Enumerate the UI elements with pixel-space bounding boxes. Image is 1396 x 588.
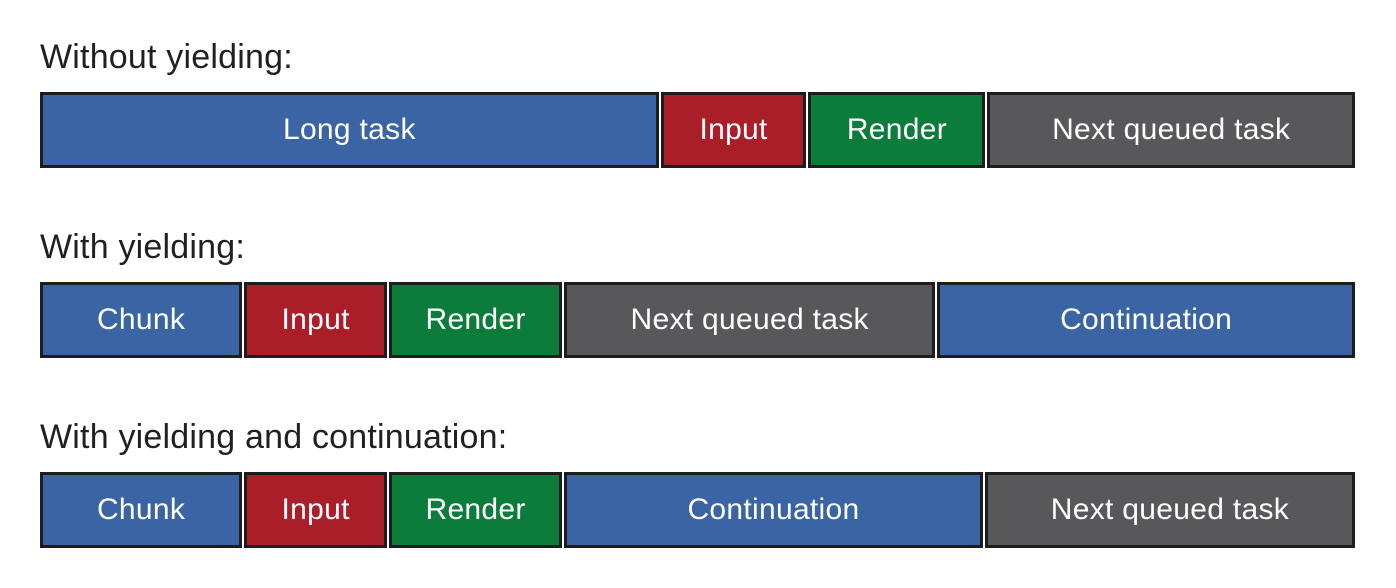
- timeline-bar-with-yielding: Chunk Input Render Next queued task Cont…: [40, 282, 1355, 358]
- segment-label-render: Render: [425, 303, 526, 336]
- timeline-row-with-yielding: With yielding: Chunk Input Render Next q…: [40, 224, 1355, 358]
- segment-label-continuation: Continuation: [1060, 303, 1233, 336]
- timeline-bar-with-yielding-and-continuation: Chunk Input Render Continuation Next que…: [40, 472, 1355, 548]
- segment-label-next-queued-task: Next queued task: [1052, 113, 1291, 146]
- segment-label-chunk: Chunk: [96, 303, 186, 336]
- row-title-without-yielding: Without yielding:: [40, 38, 293, 76]
- segment-continuation: Continuation: [937, 282, 1355, 358]
- segment-label-next-queued-task: Next queued task: [630, 303, 869, 336]
- timeline-row-with-yielding-and-continuation: With yielding and continuation: Chunk In…: [40, 414, 1355, 548]
- row-title-with-yielding: With yielding:: [40, 228, 245, 266]
- segment-label-chunk: Chunk: [96, 493, 186, 526]
- segment-input: Input: [244, 472, 388, 548]
- segment-next-queued-task: Next queued task: [987, 92, 1355, 168]
- timeline-row-without-yielding: Without yielding: Long task Input Render…: [40, 34, 1355, 168]
- row-title-with-yielding-and-continuation: With yielding and continuation:: [40, 418, 508, 456]
- segment-render: Render: [389, 282, 563, 358]
- segment-label-long-task: Long task: [282, 113, 416, 146]
- segment-next-queued-task: Next queued task: [564, 282, 936, 358]
- segment-label-input: Input: [281, 493, 350, 526]
- segment-chunk: Chunk: [40, 282, 243, 358]
- segment-label-input: Input: [281, 303, 350, 336]
- segment-label-continuation: Continuation: [687, 493, 860, 526]
- segment-render: Render: [808, 92, 986, 168]
- segment-label-next-queued-task: Next queued task: [1050, 493, 1290, 526]
- segment-next-queued-task: Next queued task: [984, 472, 1355, 548]
- segment-input: Input: [660, 92, 807, 168]
- segment-label-render: Render: [425, 493, 526, 526]
- segment-input: Input: [244, 282, 388, 358]
- segment-label-render: Render: [846, 113, 948, 146]
- segment-long-task: Long task: [40, 92, 659, 168]
- segment-chunk: Chunk: [40, 472, 243, 548]
- timeline-bar-without-yielding: Long task Input Render Next queued task: [40, 92, 1355, 168]
- segment-label-input: Input: [699, 113, 768, 146]
- segment-render: Render: [389, 472, 563, 548]
- segment-continuation: Continuation: [564, 472, 983, 548]
